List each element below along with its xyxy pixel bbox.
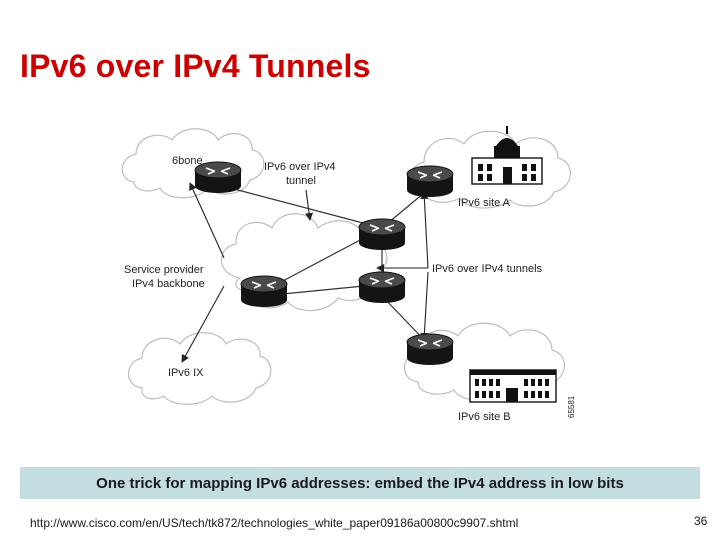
slide-title: IPv6 over IPv4 Tunnels xyxy=(20,48,371,84)
link-6bone-to-core xyxy=(214,183,383,229)
building-icon xyxy=(471,126,543,185)
caption-bar: One trick for mapping IPv6 addresses: em… xyxy=(20,467,700,499)
router-site-a xyxy=(406,165,454,198)
router-provider-edge xyxy=(240,275,288,308)
label-figure-id: 65581 xyxy=(567,395,576,418)
label-site-b: IPv6 site B xyxy=(458,411,511,423)
diagram-canvas: 6bone IPv6 over IPv4 tunnel IPv6 site A … xyxy=(121,126,576,423)
arrow-provider-to-6bone xyxy=(189,182,225,259)
arrow-tunnels-to-site-b xyxy=(420,271,429,341)
label-provider-line1: Service provider xyxy=(124,264,204,276)
label-site-a: IPv6 site A xyxy=(458,197,511,209)
label-provider-line2: IPv4 backbone xyxy=(132,278,205,290)
router-core-lower xyxy=(358,271,406,304)
annotation-arrows xyxy=(181,182,429,363)
source-url: http://www.cisco.com/en/US/tech/tk872/te… xyxy=(30,516,519,530)
router-core-upper xyxy=(358,218,406,251)
network-diagram: 6bone IPv6 over IPv4 tunnel IPv6 site A … xyxy=(112,118,592,428)
label-tunnel-line2: tunnel xyxy=(286,175,316,187)
page-number: 36 xyxy=(694,514,708,528)
label-tunnel-line1: IPv6 over IPv4 xyxy=(264,161,336,173)
arrow-provider-to-ix xyxy=(181,285,225,363)
label-ipv6-ix: IPv6 IX xyxy=(168,367,204,379)
arrow-tunnels-to-site-a xyxy=(420,191,429,269)
label-6bone: 6bone xyxy=(172,155,203,167)
building-icon xyxy=(469,369,557,403)
router-site-b xyxy=(406,333,454,366)
arrow-tunnel xyxy=(305,189,314,221)
caption-text: One trick for mapping IPv6 addresses: em… xyxy=(96,474,624,492)
label-tunnels: IPv6 over IPv4 tunnels xyxy=(432,263,543,275)
cloud-ipv6-ix xyxy=(127,332,272,405)
